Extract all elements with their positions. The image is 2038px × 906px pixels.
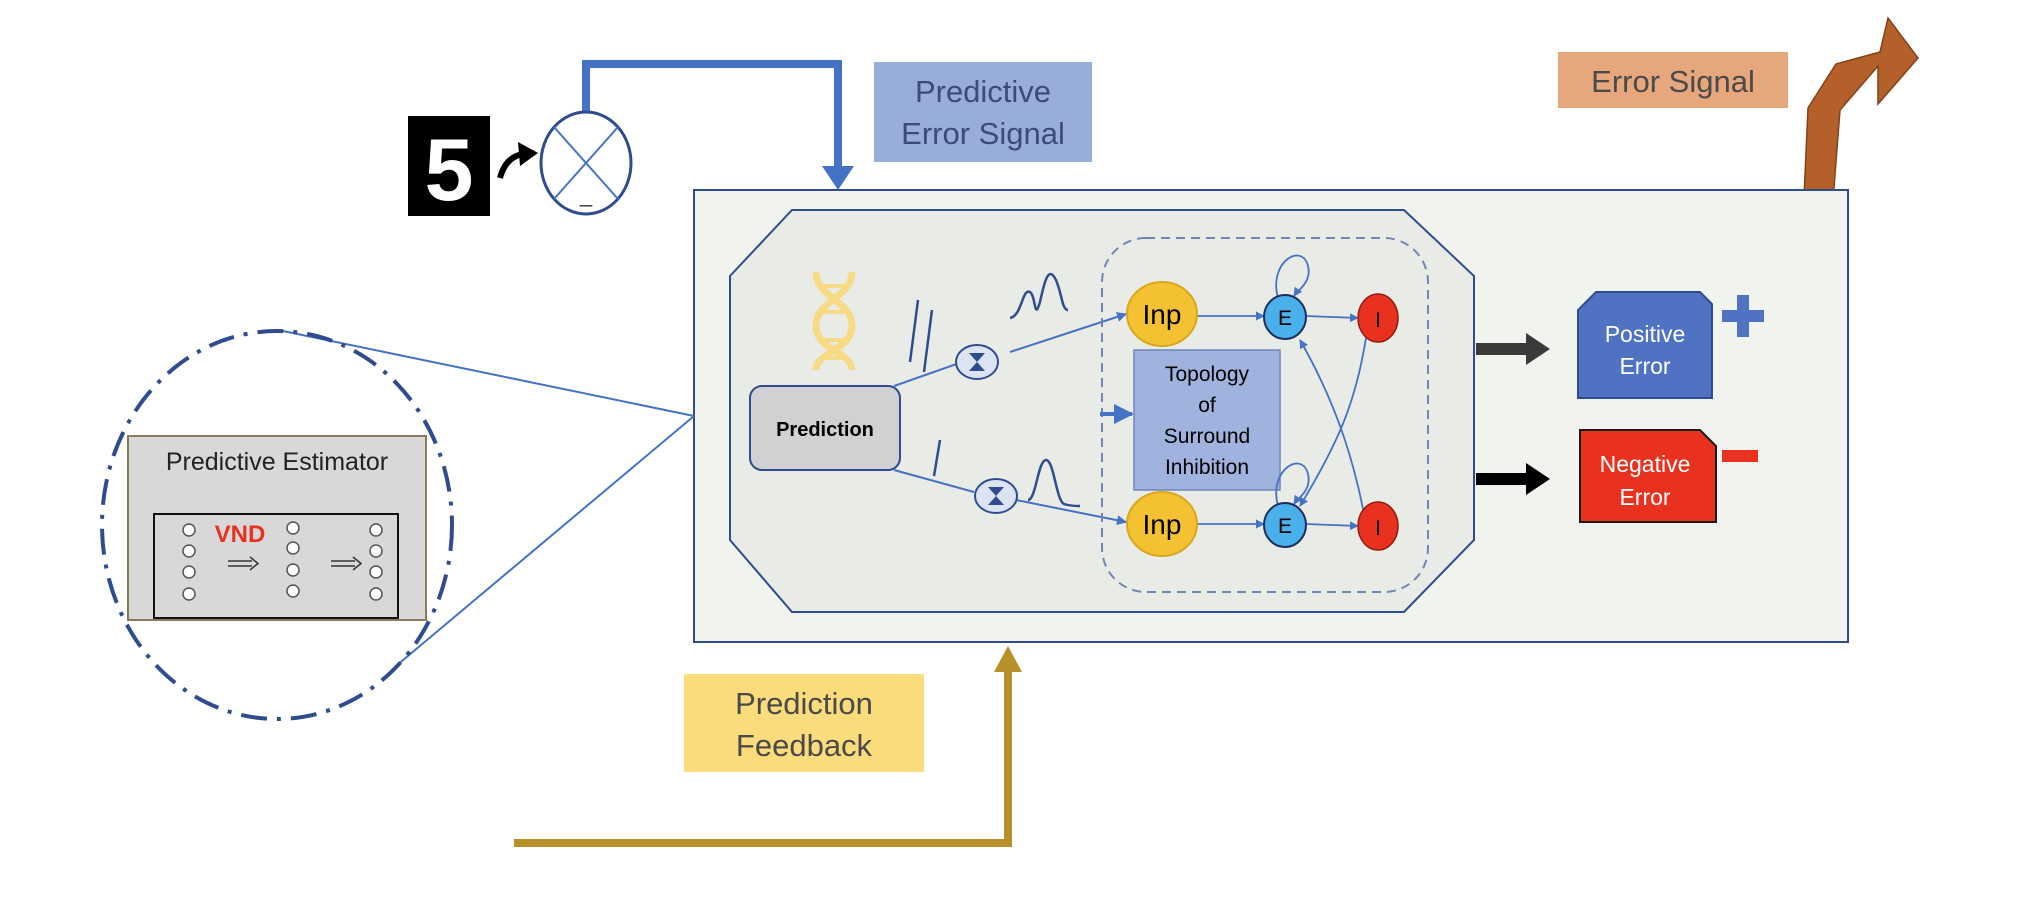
negative-error-line1: Negative — [1600, 451, 1691, 477]
signal-spikes — [908, 272, 1081, 508]
zoom-lines — [277, 329, 695, 667]
hourglass-icon-top — [955, 344, 999, 380]
neuron-connections — [1196, 254, 1367, 531]
predictive-estimator-title: Predictive Estimator — [166, 448, 388, 476]
topology-box: Topology of Surround Inhibition — [1133, 349, 1281, 491]
hourglass-icon-bottom — [974, 478, 1018, 514]
comparator-icon: _ — [539, 110, 633, 216]
predictive-error-arrow — [582, 60, 854, 190]
positive-error-line1: Positive — [1605, 321, 1686, 347]
e-node-bottom: E — [1263, 502, 1307, 548]
output-arrows — [1476, 333, 1550, 495]
positive-error-line2: Error — [1619, 353, 1670, 379]
inp-top-label: Inp — [1143, 299, 1182, 330]
prediction-feedback-line2: Feedback — [736, 728, 873, 763]
inp-node-bottom: Inp — [1126, 491, 1198, 557]
prediction-feedback-line1: Prediction — [735, 686, 873, 721]
predictive-error-signal-label: Predictive Error Signal — [874, 62, 1092, 162]
predictive-estimator-zoom: Predictive Estimator VND — [100, 329, 454, 721]
i-top-label: I — [1375, 309, 1381, 332]
predictive-error-line2: Error Signal — [901, 116, 1065, 151]
comparator-minus: _ — [579, 182, 593, 207]
digit-label: 5 — [425, 120, 474, 219]
positive-error-box: Positive Error — [1577, 291, 1713, 399]
i-bottom-label: I — [1375, 517, 1381, 540]
topology-line2: of — [1198, 394, 1216, 417]
vnd-label: VND — [215, 521, 266, 548]
predictive-error-line1: Predictive — [915, 74, 1051, 109]
topology-line4: Inhibition — [1165, 456, 1249, 479]
network-arrows — [228, 556, 363, 571]
mnist-digit-image: 5 — [408, 116, 490, 219]
error-signal-label: Error Signal — [1558, 52, 1788, 108]
prediction-box: Prediction — [749, 385, 901, 471]
prediction-feedback-arrow — [514, 646, 1022, 847]
network-nodes — [182, 521, 383, 601]
prediction-feedback-label: Prediction Feedback — [684, 674, 924, 772]
e-top-label: E — [1278, 307, 1292, 330]
plus-icon — [1722, 295, 1764, 337]
error-signal-text: Error Signal — [1591, 64, 1755, 99]
topology-line3: Surround — [1164, 425, 1250, 448]
prediction-label: Prediction — [776, 419, 874, 441]
e-bottom-label: E — [1278, 515, 1292, 538]
e-node-top: E — [1263, 294, 1307, 340]
negative-error-box: Negative Error — [1579, 429, 1717, 523]
dna-icon — [812, 271, 856, 371]
i-node-bottom: I — [1357, 501, 1399, 551]
negative-error-line2: Error — [1619, 484, 1670, 510]
curved-arrow-icon — [497, 142, 538, 179]
minus-icon — [1722, 450, 1758, 462]
i-node-top: I — [1357, 293, 1399, 343]
inp-bottom-label: Inp — [1143, 509, 1182, 540]
topology-line1: Topology — [1165, 363, 1250, 386]
inp-node-top: Inp — [1126, 281, 1198, 347]
